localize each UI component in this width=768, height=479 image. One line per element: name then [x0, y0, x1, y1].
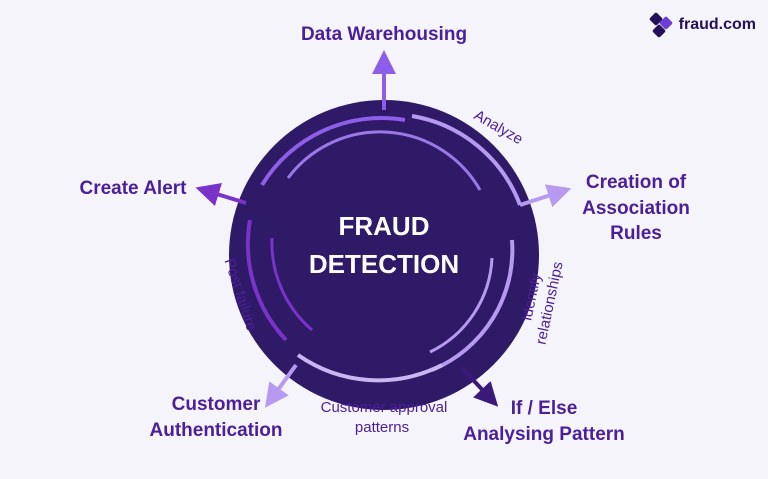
brand-name: fraud.com [678, 16, 756, 33]
output-customer-auth-line2: Authentication [149, 419, 283, 441]
arrow-association-rules [519, 184, 572, 208]
fraud-logo-icon [649, 12, 672, 38]
stage-approval-label-2: patterns [355, 419, 409, 436]
cycle-ring-topleft [260, 116, 406, 187]
cycle-ring-outer [411, 114, 522, 206]
cycle-ring-left [245, 219, 288, 342]
cycle-ring-right [431, 239, 515, 372]
arrow-if-else [460, 366, 499, 407]
output-if-else: If / Else Analysing Pattern [462, 396, 626, 447]
inner-arc-right [429, 257, 494, 354]
cycle-ring-bottom [296, 353, 443, 383]
output-association-rules-line2: Association [582, 197, 690, 219]
inner-arc-left [270, 237, 313, 332]
output-if-else-line1: If / Else [510, 398, 578, 419]
brand-logo: fraud.com [649, 12, 756, 38]
center-circle [229, 100, 539, 410]
arrow-customer-auth [264, 363, 298, 408]
output-if-else-line2: Analysing Pattern [463, 423, 625, 445]
output-data-warehousing: Data Warehousing [300, 24, 468, 45]
stage-approval-label-1: Customer approval [321, 399, 448, 416]
inner-arc-top [286, 130, 482, 191]
center-title-line1: FRAUD [339, 211, 430, 241]
output-association-rules-line3: Rules [610, 223, 662, 245]
output-association-rules-line1: Creation of [585, 172, 687, 193]
output-association-rules: Creation of Association Rules [566, 170, 706, 247]
arrow-create-alert [195, 183, 247, 206]
output-create-alert: Create Alert [79, 178, 187, 199]
output-customer-auth: Customer Authentication [136, 392, 296, 443]
center-title-line2: DETECTION [309, 249, 459, 279]
output-customer-auth-line1: Customer [171, 394, 261, 415]
